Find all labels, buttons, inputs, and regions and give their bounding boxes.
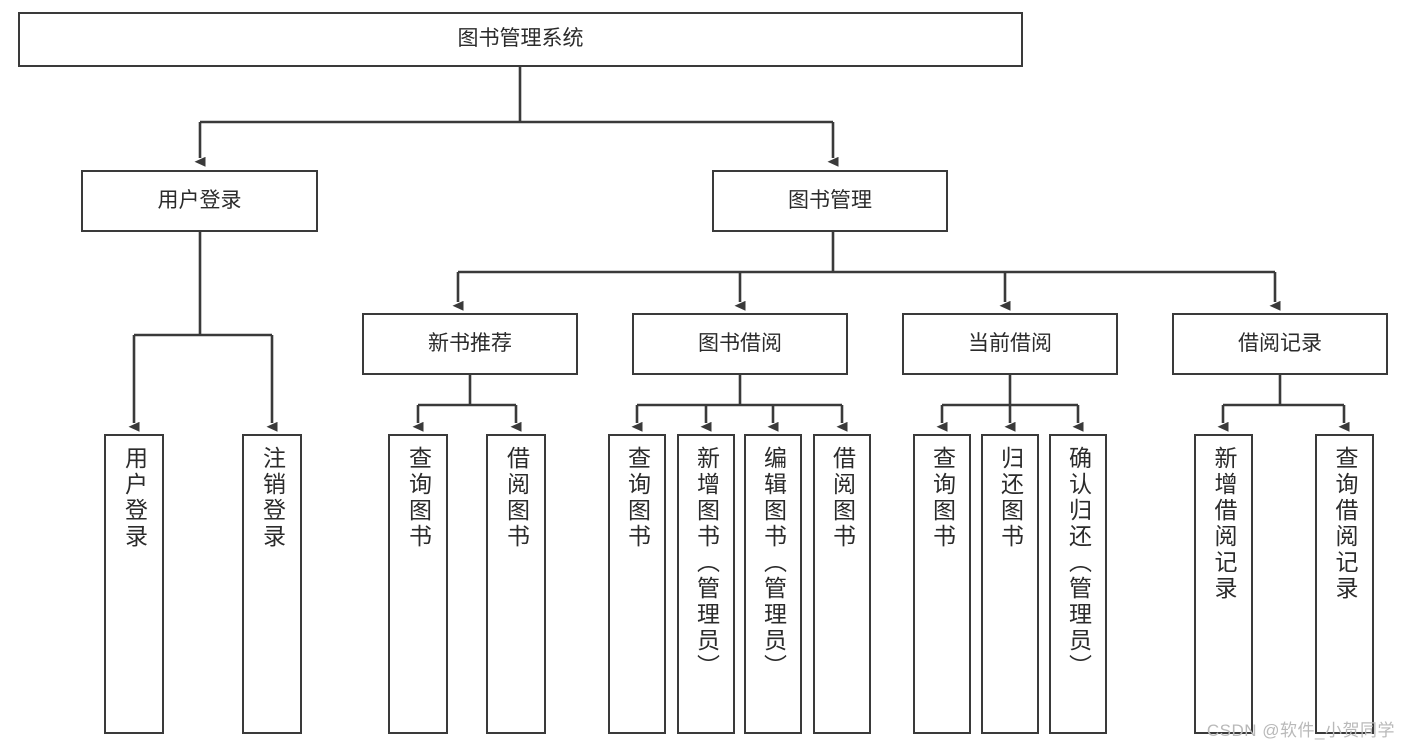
node-leaf-borrow-book-1-label: 借阅图书 (503, 446, 530, 550)
node-leaf-query-book-2-label: 查询图书 (624, 446, 651, 550)
node-leaf-logout-label: 注销登录 (259, 446, 286, 550)
node-root[interactable]: 图书管理系统 (18, 12, 1023, 67)
node-leaf-borrow-book-1[interactable]: 借阅图书 (486, 434, 546, 734)
node-leaf-return-book[interactable]: 归还图书 (981, 434, 1039, 734)
node-user-login-label: 用户登录 (157, 188, 242, 212)
watermark-text: CSDN @软件_小贺同学 (1206, 721, 1395, 740)
node-leaf-edit-book[interactable]: 编辑图书（管理员） (744, 434, 802, 734)
node-leaf-confirm-return-label: 确认归还（管理员） (1065, 446, 1092, 680)
node-book-manage-label: 图书管理 (788, 188, 872, 212)
node-leaf-query-book-1-label: 查询图书 (405, 446, 432, 550)
node-leaf-query-book-1[interactable]: 查询图书 (388, 434, 448, 734)
node-leaf-add-book-label: 新增图书（管理员） (693, 446, 720, 680)
node-book-manage[interactable]: 图书管理 (712, 170, 948, 232)
node-leaf-user-login-label: 用户登录 (121, 446, 148, 550)
node-borrow-record-label: 借阅记录 (1238, 331, 1322, 355)
node-user-login[interactable]: 用户登录 (81, 170, 318, 232)
node-leaf-confirm-return[interactable]: 确认归还（管理员） (1049, 434, 1107, 734)
node-leaf-query-record[interactable]: 查询借阅记录 (1315, 434, 1374, 734)
node-current-borrow[interactable]: 当前借阅 (902, 313, 1118, 375)
node-leaf-query-record-label: 查询借阅记录 (1332, 446, 1358, 602)
node-leaf-add-book[interactable]: 新增图书（管理员） (677, 434, 735, 734)
node-new-book-recommend[interactable]: 新书推荐 (362, 313, 578, 375)
node-current-borrow-label: 当前借阅 (968, 331, 1052, 355)
node-leaf-query-book-3-label: 查询图书 (929, 446, 956, 550)
node-leaf-add-record-label: 新增借阅记录 (1211, 446, 1237, 602)
node-root-label: 图书管理系统 (457, 27, 584, 51)
node-leaf-user-login[interactable]: 用户登录 (104, 434, 164, 734)
node-leaf-add-record[interactable]: 新增借阅记录 (1194, 434, 1253, 734)
node-borrow-record[interactable]: 借阅记录 (1172, 313, 1388, 375)
node-leaf-logout[interactable]: 注销登录 (242, 434, 302, 734)
node-leaf-query-book-3[interactable]: 查询图书 (913, 434, 971, 734)
node-book-borrow-label: 图书借阅 (698, 331, 782, 355)
node-leaf-return-book-label: 归还图书 (997, 446, 1024, 550)
node-leaf-query-book-2[interactable]: 查询图书 (608, 434, 666, 734)
node-book-borrow[interactable]: 图书借阅 (632, 313, 848, 375)
node-new-book-recommend-label: 新书推荐 (428, 331, 512, 355)
node-leaf-edit-book-label: 编辑图书（管理员） (760, 446, 787, 680)
node-leaf-borrow-book-2[interactable]: 借阅图书 (813, 434, 871, 734)
node-leaf-borrow-book-2-label: 借阅图书 (829, 446, 856, 550)
